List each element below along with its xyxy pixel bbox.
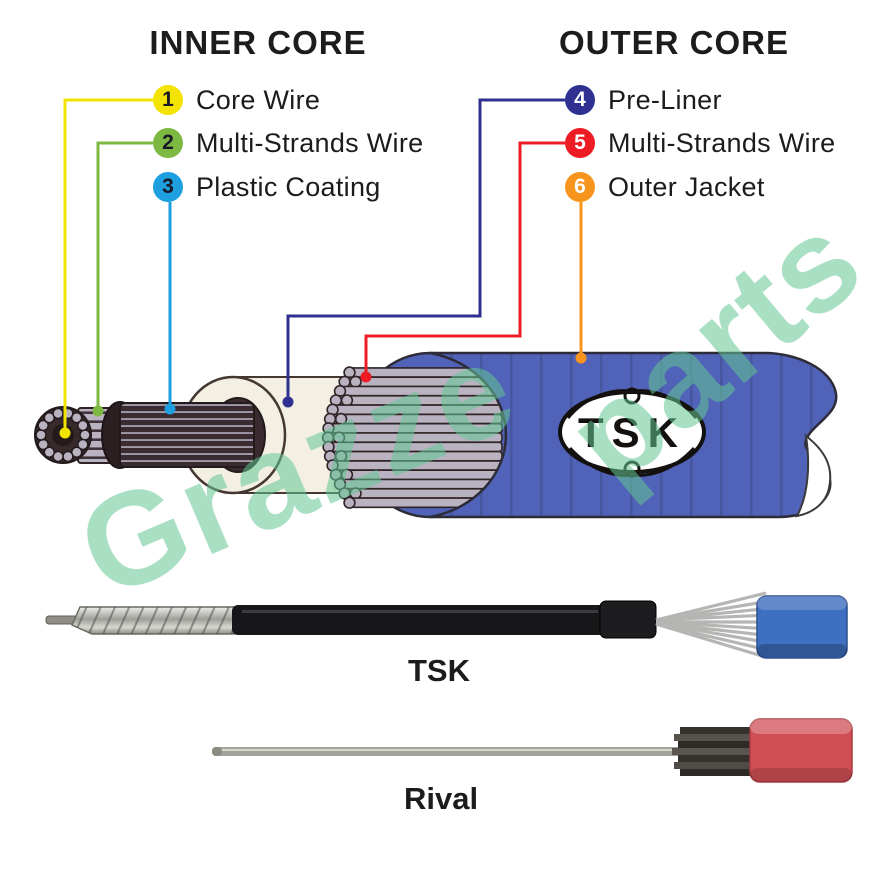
outer-core-title: OUTER CORE — [558, 24, 789, 61]
rival-strand-bundle — [672, 727, 762, 776]
tsk-fanned-strands — [655, 591, 773, 658]
legend-label-plastic-coating: Plastic Coating — [196, 171, 381, 202]
inner-core-title: INNER CORE — [149, 24, 367, 61]
legend-label-core-wire: Core Wire — [196, 84, 321, 115]
legend-item-inner-multistrands: 2 Multi-Strands Wire — [153, 128, 423, 158]
legend-item-core-wire: 1 Core Wire — [153, 85, 320, 115]
rival-cable-photo — [212, 718, 853, 783]
legend-number-3: 3 — [153, 172, 183, 202]
outer-core-assembly: TSK — [321, 351, 838, 519]
tsk-black-sheath — [232, 605, 606, 635]
legend-number-2: 2 — [153, 128, 183, 158]
leader-core-wire — [63, 98, 153, 430]
legend-item-plastic-coating: 3 Plastic Coating — [153, 172, 381, 202]
jacket-cut-notch — [795, 433, 832, 518]
leader-pre-liner — [286, 98, 565, 399]
outer-multistrands-tubes — [321, 366, 503, 509]
legend-label-outer-jacket: Outer Jacket — [608, 171, 765, 202]
legend-number-6: 6 — [565, 172, 595, 202]
legend-label-pre-liner: Pre-Liner — [608, 84, 722, 115]
legend-number-5: 5 — [565, 128, 595, 158]
tsk-sheath-collar — [599, 600, 657, 639]
legend-item-outer-multistrands: 5 Multi-Strands Wire — [565, 128, 835, 158]
tsk-logo-text: TSK — [578, 409, 686, 456]
rival-photo-label: Rival — [404, 781, 479, 816]
tsk-cable-photo — [45, 591, 848, 659]
tsk-photo-label: TSK — [408, 653, 470, 688]
rival-red-cap — [749, 718, 853, 783]
tsk-globe-logo: TSK — [558, 387, 706, 478]
leader-lines — [59, 98, 587, 439]
plastic-coating-section — [119, 402, 255, 468]
legend-label-inner-multistrands: Multi-Strands Wire — [196, 127, 424, 158]
leader-outer-multistrands — [364, 141, 565, 374]
inner-core-assembly — [34, 375, 358, 495]
legend-number-4: 4 — [565, 85, 595, 115]
legend-item-pre-liner: 4 Pre-Liner — [565, 85, 722, 115]
legend-label-outer-multistrands: Multi-Strands Wire — [608, 127, 836, 158]
tsk-braid-texture — [72, 607, 234, 634]
legend-item-outer-jacket: 6 Outer Jacket — [565, 172, 765, 202]
rival-rod — [212, 747, 692, 756]
legend-number-1: 1 — [153, 85, 183, 115]
leader-inner-multistrands — [96, 141, 153, 408]
tsk-blue-cap — [756, 595, 848, 659]
